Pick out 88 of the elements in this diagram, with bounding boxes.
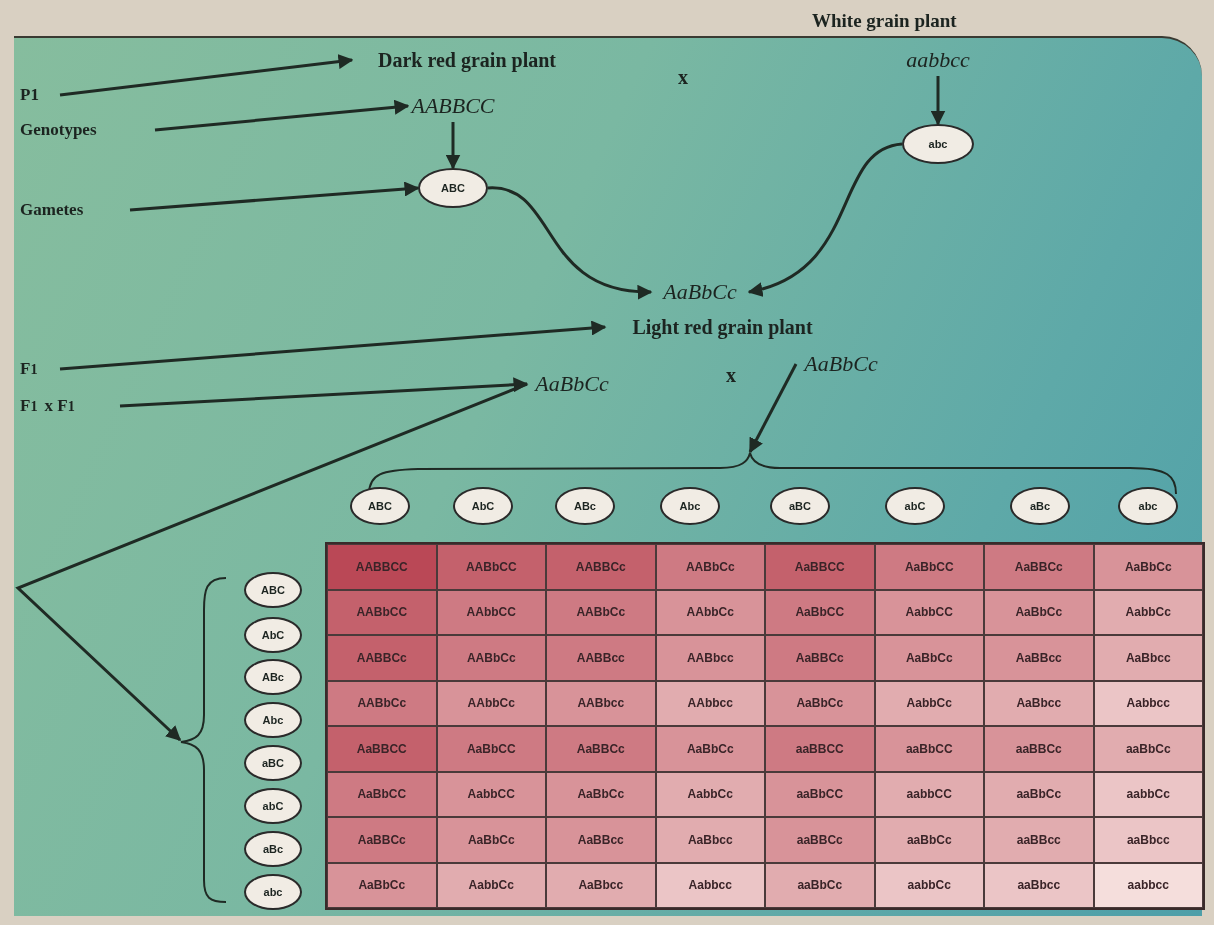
genotype-text: AaBbCc	[655, 276, 745, 308]
genotype-cell: AABbCC	[327, 589, 437, 635]
genotype-cell: AaBBcc	[546, 817, 656, 863]
genotype-cell: AABbCc	[655, 544, 765, 590]
genotype-cell: AaBbcc	[1093, 635, 1203, 681]
row-label: Genotypes	[20, 116, 155, 144]
arrow	[445, 122, 461, 170]
genotype-cell: AaBbCc	[874, 635, 984, 681]
arrow	[930, 76, 946, 126]
plant-label: Dark red grain plant	[352, 44, 582, 76]
genotype-cell: AaBbCC	[874, 544, 984, 590]
arrow	[59, 320, 607, 371]
genotype-cell: AabbCc	[436, 862, 546, 908]
arrow	[487, 186, 653, 299]
row-label: Gametes	[20, 196, 130, 224]
genotype-cell: aaBbCC	[874, 726, 984, 772]
genotype-cell: aaBBCc	[984, 726, 1094, 772]
genotype-cell: aabbCc	[874, 862, 984, 908]
genotype-text: AABBCC	[408, 90, 498, 122]
genotype-cell: aaBbCc	[874, 817, 984, 863]
genotype-cell: AaBbCC	[327, 771, 437, 817]
genotype-cell: aabbcc	[1093, 862, 1203, 908]
arrow	[119, 377, 529, 408]
genotype-cell: AaBBCc	[765, 635, 875, 681]
genotype-cell: AABbCc	[546, 589, 656, 635]
genotype-cell: aaBBCC	[765, 726, 875, 772]
genotype-cell: AaBbCc	[765, 680, 875, 726]
genotype-cell: aabbCC	[874, 771, 984, 817]
genotype-cell: AaBBCC	[765, 544, 875, 590]
genotype-cell: AAbbCc	[655, 589, 765, 635]
genotype-cell: AABBCc	[327, 635, 437, 681]
genotype-cell: AaBbCc	[655, 726, 765, 772]
row-label: P1	[20, 82, 60, 108]
genotype-cell: AaBbcc	[546, 862, 656, 908]
genotype-cell: AaBBCc	[984, 544, 1094, 590]
plant-label: Light red grain plant	[605, 311, 840, 343]
arrow	[129, 181, 420, 212]
genotype-cell: AaBbCC	[765, 589, 875, 635]
genotype-cell: aaBbcc	[1093, 817, 1203, 863]
genotype-cell: AabbCC	[874, 589, 984, 635]
genotype-cell: AaBBCC	[327, 726, 437, 772]
genotype-cell: AabbCc	[655, 771, 765, 817]
genotype-cell: aaBbCc	[765, 862, 875, 908]
genotype-cell: AABbcc	[546, 680, 656, 726]
arrow	[747, 142, 903, 296]
genotype-cell: AABbCc	[327, 680, 437, 726]
genotype-cell: AABBcc	[546, 635, 656, 681]
plant-label: White grain plant	[812, 10, 957, 32]
genotype-cell: Aabbcc	[1093, 680, 1203, 726]
genotype-cell: AaBbCc	[1093, 544, 1203, 590]
genotype-cell: AaBbCc	[436, 817, 546, 863]
genotype-cell: AABbCC	[436, 544, 546, 590]
genotype-cell: AaBbcc	[984, 680, 1094, 726]
cross-sign: x	[678, 66, 688, 89]
genotype-cell: AaBbCc	[546, 771, 656, 817]
arrow	[15, 382, 528, 742]
genotype-cell: aaBbCC	[765, 771, 875, 817]
genotype-cell: Aabbcc	[655, 862, 765, 908]
genotype-cell: AaBBcc	[984, 635, 1094, 681]
arrow	[748, 363, 798, 454]
genotype-text: aabbcc	[893, 44, 983, 76]
genotype-cell: aaBBcc	[984, 817, 1094, 863]
genotype-cell: AABBCc	[546, 544, 656, 590]
genotype-text: AaBbCc	[527, 368, 617, 400]
genotype-cell: aaBbCc	[984, 771, 1094, 817]
genotype-cell: AaBBCc	[546, 726, 656, 772]
genotype-cell: aaBbCc	[1093, 726, 1203, 772]
genotype-cell: aaBBCc	[765, 817, 875, 863]
cross-sign: x	[726, 364, 736, 387]
genotype-cell: AaBbcc	[655, 817, 765, 863]
genotype-cell: AaBBCc	[327, 817, 437, 863]
genotype-text: AaBbCc	[796, 348, 886, 380]
genotype-cell: AaBbCC	[436, 726, 546, 772]
genotype-cell: AAbbCC	[436, 589, 546, 635]
genotype-cell: AAbbcc	[655, 680, 765, 726]
genotype-cell: AABbCc	[436, 635, 546, 681]
genotype-cell: AaBbCc	[984, 589, 1094, 635]
genotype-cell: AabbCc	[1093, 589, 1203, 635]
genotype-cell: AABBCC	[327, 544, 437, 590]
genotype-cell: AaBbCc	[327, 862, 437, 908]
genotype-cell: aaBbcc	[984, 862, 1094, 908]
genotype-cell: AabbCc	[874, 680, 984, 726]
genotype-cell: AABbcc	[655, 635, 765, 681]
genotype-cell: AabbCC	[436, 771, 546, 817]
genotype-cell: AAbbCc	[436, 680, 546, 726]
genotype-cell: aabbCc	[1093, 771, 1203, 817]
arrow	[154, 99, 410, 132]
arrow	[59, 54, 354, 97]
